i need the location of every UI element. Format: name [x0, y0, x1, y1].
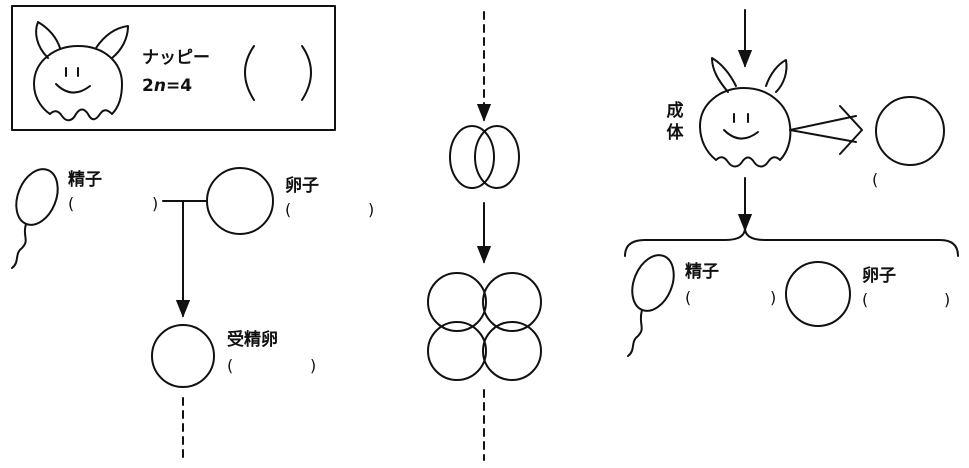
somatic-blank-open: (	[872, 170, 879, 189]
egg-left-blank-open: (	[285, 200, 292, 219]
chromosome-variable: n	[153, 76, 166, 96]
legend-close-bracket	[301, 45, 312, 101]
nappy-creature-icon	[33, 21, 129, 122]
gametes-brace	[624, 227, 959, 257]
sperm-left-blank-open: (	[68, 194, 75, 213]
somatic-cell-icon	[875, 96, 945, 166]
sperm-left-label: 精子	[68, 170, 102, 190]
sperm-left-blank-close: )	[152, 194, 159, 213]
legend-box	[11, 5, 336, 131]
legend-chromosome-number: 2n=4	[142, 78, 192, 95]
egg-left-icon	[206, 167, 274, 235]
sperm-right-blank-open: (	[685, 288, 692, 307]
two-cell-embryo-icon	[449, 125, 520, 189]
chromosome-value: =4	[165, 76, 193, 96]
zygote-blank-open: (	[227, 356, 234, 375]
adult-label-line-1: 成	[666, 101, 684, 121]
egg-left-blank-close: )	[368, 200, 375, 219]
adult-label-line-2: 体	[666, 123, 684, 143]
zygote-icon	[151, 324, 215, 388]
sperm-right-icon	[627, 254, 675, 357]
chromosome-prefix: 2	[142, 76, 154, 96]
egg-right-blank-close: )	[944, 290, 951, 309]
zygote-label: 受精卵	[227, 330, 278, 350]
egg-right-blank-open: (	[862, 290, 869, 309]
sperm-left-icon	[11, 168, 59, 269]
egg-right-label: 卵子	[862, 266, 896, 286]
four-cell-embryo-icon	[427, 272, 542, 381]
zygote-blank-close: )	[310, 356, 317, 375]
legend-open-bracket	[244, 45, 255, 101]
adult-creature-icon	[699, 57, 792, 168]
egg-right-icon	[785, 261, 851, 327]
sperm-right-label: 精子	[685, 262, 719, 282]
somatic-open-arrow	[789, 105, 863, 155]
legend-creature-name: ナッピー	[142, 48, 210, 68]
sperm-right-blank-close: )	[770, 288, 777, 307]
egg-left-label: 卵子	[285, 176, 319, 196]
